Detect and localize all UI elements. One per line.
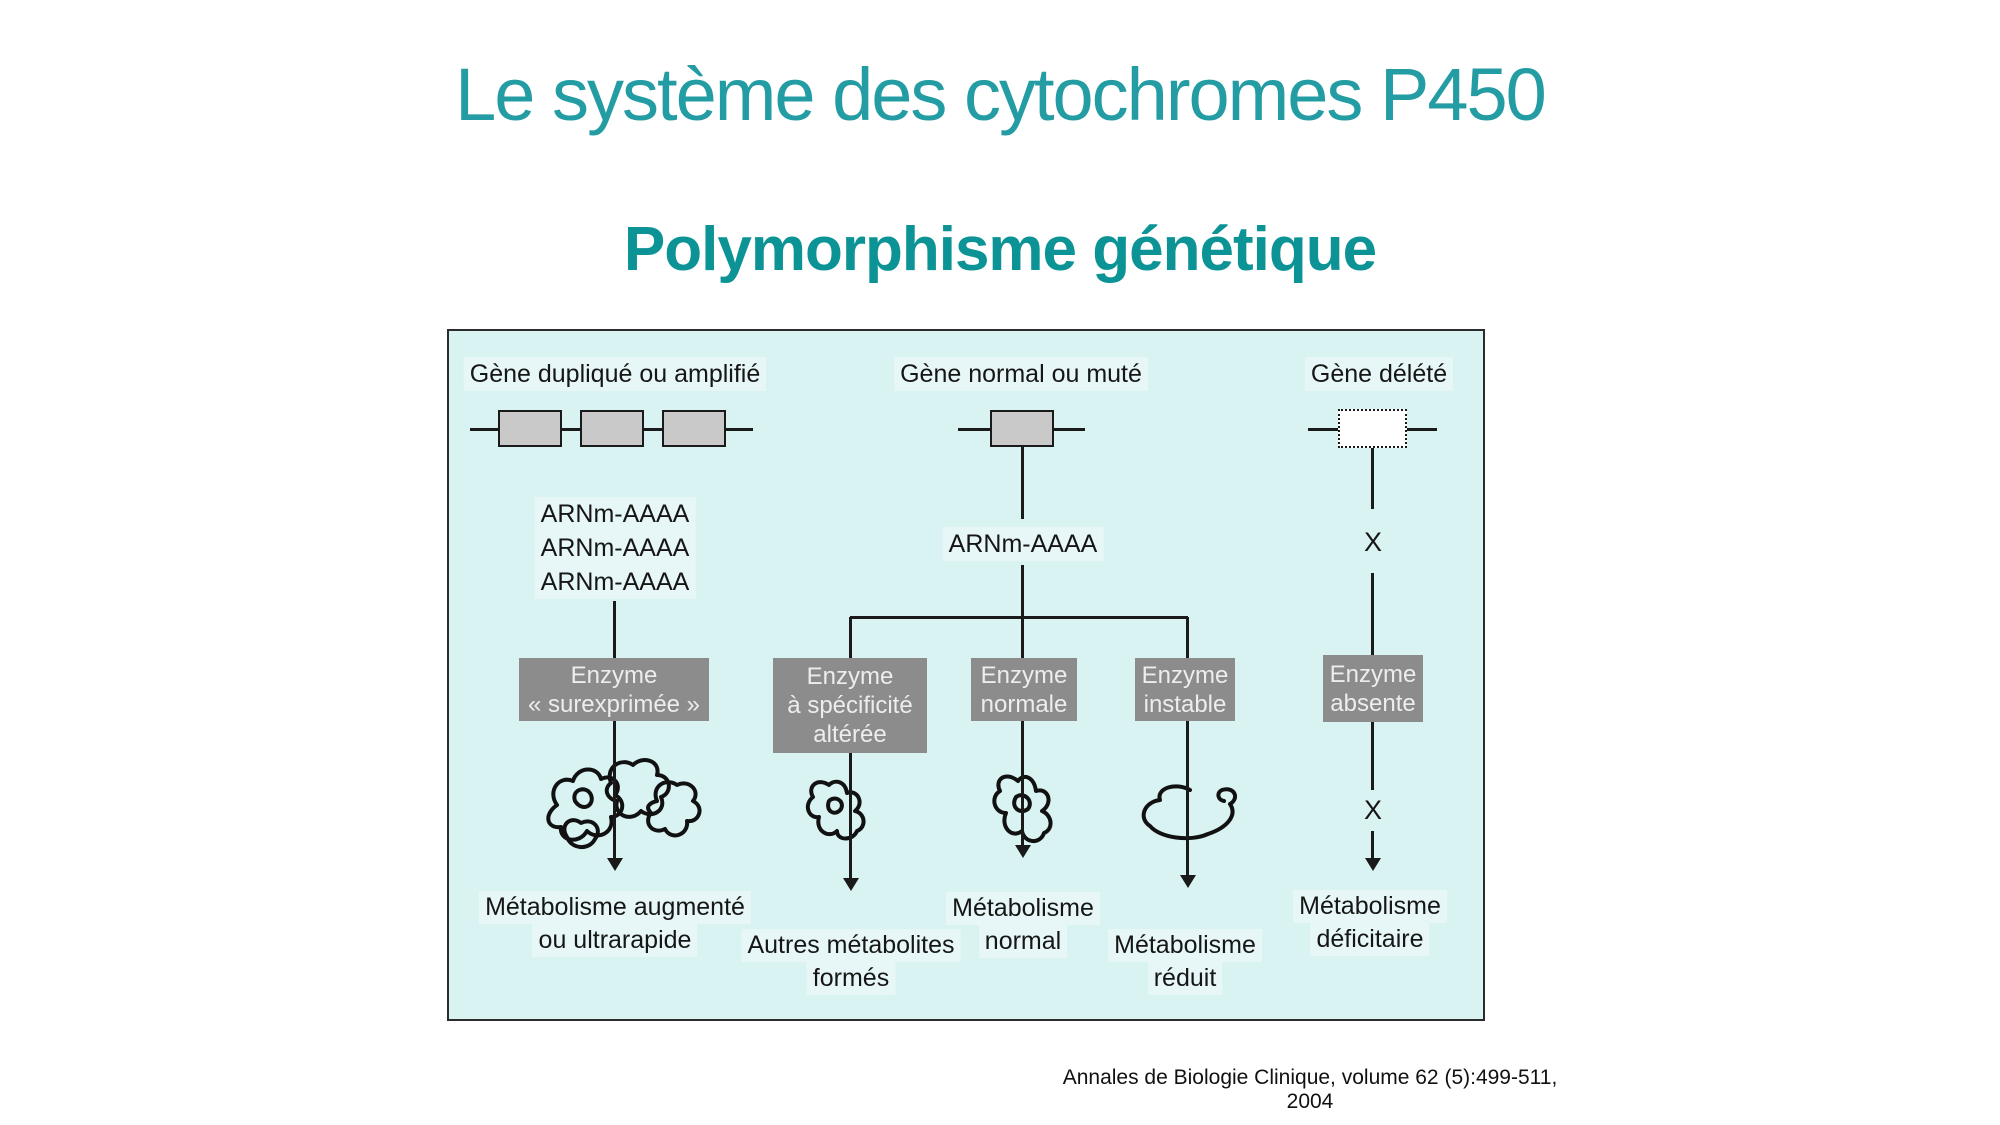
column-header-normal-gene: Gène normal ou muté [894,357,1148,391]
connector-line [1021,565,1024,658]
slide-title: Le système des cytochromes P450 [455,53,1547,136]
outcome-label-normal-metabolism: Métabolisme normal [946,892,1100,958]
arrow-down-icon [1015,845,1031,858]
arrow-line [849,753,852,879]
arrow-down-icon [1180,875,1196,888]
outcome-label-other-metabolites: Autres métabolites formés [741,929,961,995]
unfolded-protein-squiggle-icon [1141,784,1238,841]
outcome-label-deficient-metabolism: Métabolisme déficitaire [1293,890,1447,956]
enzyme-box-overexpressed: Enzyme « surexprimée » [519,658,709,721]
connector-line [613,601,616,659]
connector-line [1371,722,1374,790]
arrow-down-icon [1365,858,1381,871]
arrow-line [1371,831,1374,859]
slide-subtitle: Polymorphisme génétique [623,215,1377,284]
deleted-gene-box [1338,409,1407,448]
arrow-line [1021,721,1024,846]
x-mark: X [1363,795,1383,825]
arrow-line [613,721,616,859]
branch-line [850,616,1188,619]
citation: Annales de Biologie Clinique, volume 62 … [1062,1066,1558,1113]
enzyme-box-altered-specificity: Enzyme à spécificité altérée [773,658,927,753]
x-mark: X [1363,527,1383,557]
protein-squiggle-icon [805,779,866,841]
mrna-labels-duplicated: ARNm-AAAA ARNm-AAAA ARNm-AAAA [534,497,696,599]
gene-box [662,410,726,447]
gene-box [990,410,1054,447]
enzyme-box-absent: Enzyme absente [1323,655,1423,722]
connector-line [1021,447,1024,519]
mrna-label-normal: ARNm-AAAA [942,527,1104,561]
gene-box [580,410,644,447]
outcome-label-increased-metabolism: Métabolisme augmenté ou ultrarapide [479,891,751,957]
connector-line [849,617,852,658]
enzyme-box-normal: Enzyme normale [971,658,1077,721]
arrow-down-icon [843,878,859,891]
outcome-label-reduced-metabolism: Métabolisme réduit [1108,929,1262,995]
connector-line [1186,617,1189,658]
arrow-line [1186,721,1189,876]
connector-line [1371,448,1374,509]
polymorphism-diagram: Gène dupliqué ou amplifié ARNm-AAAA ARNm… [447,329,1485,1021]
enzyme-box-unstable: Enzyme instable [1135,658,1235,721]
protein-cluster-squiggle-icon [546,758,702,849]
column-header-duplicated-gene: Gène dupliqué ou amplifié [463,357,767,391]
gene-box [498,410,562,447]
column-header-deleted-gene: Gène délété [1304,357,1454,391]
arrow-down-icon [607,858,623,871]
connector-line [1371,573,1374,655]
